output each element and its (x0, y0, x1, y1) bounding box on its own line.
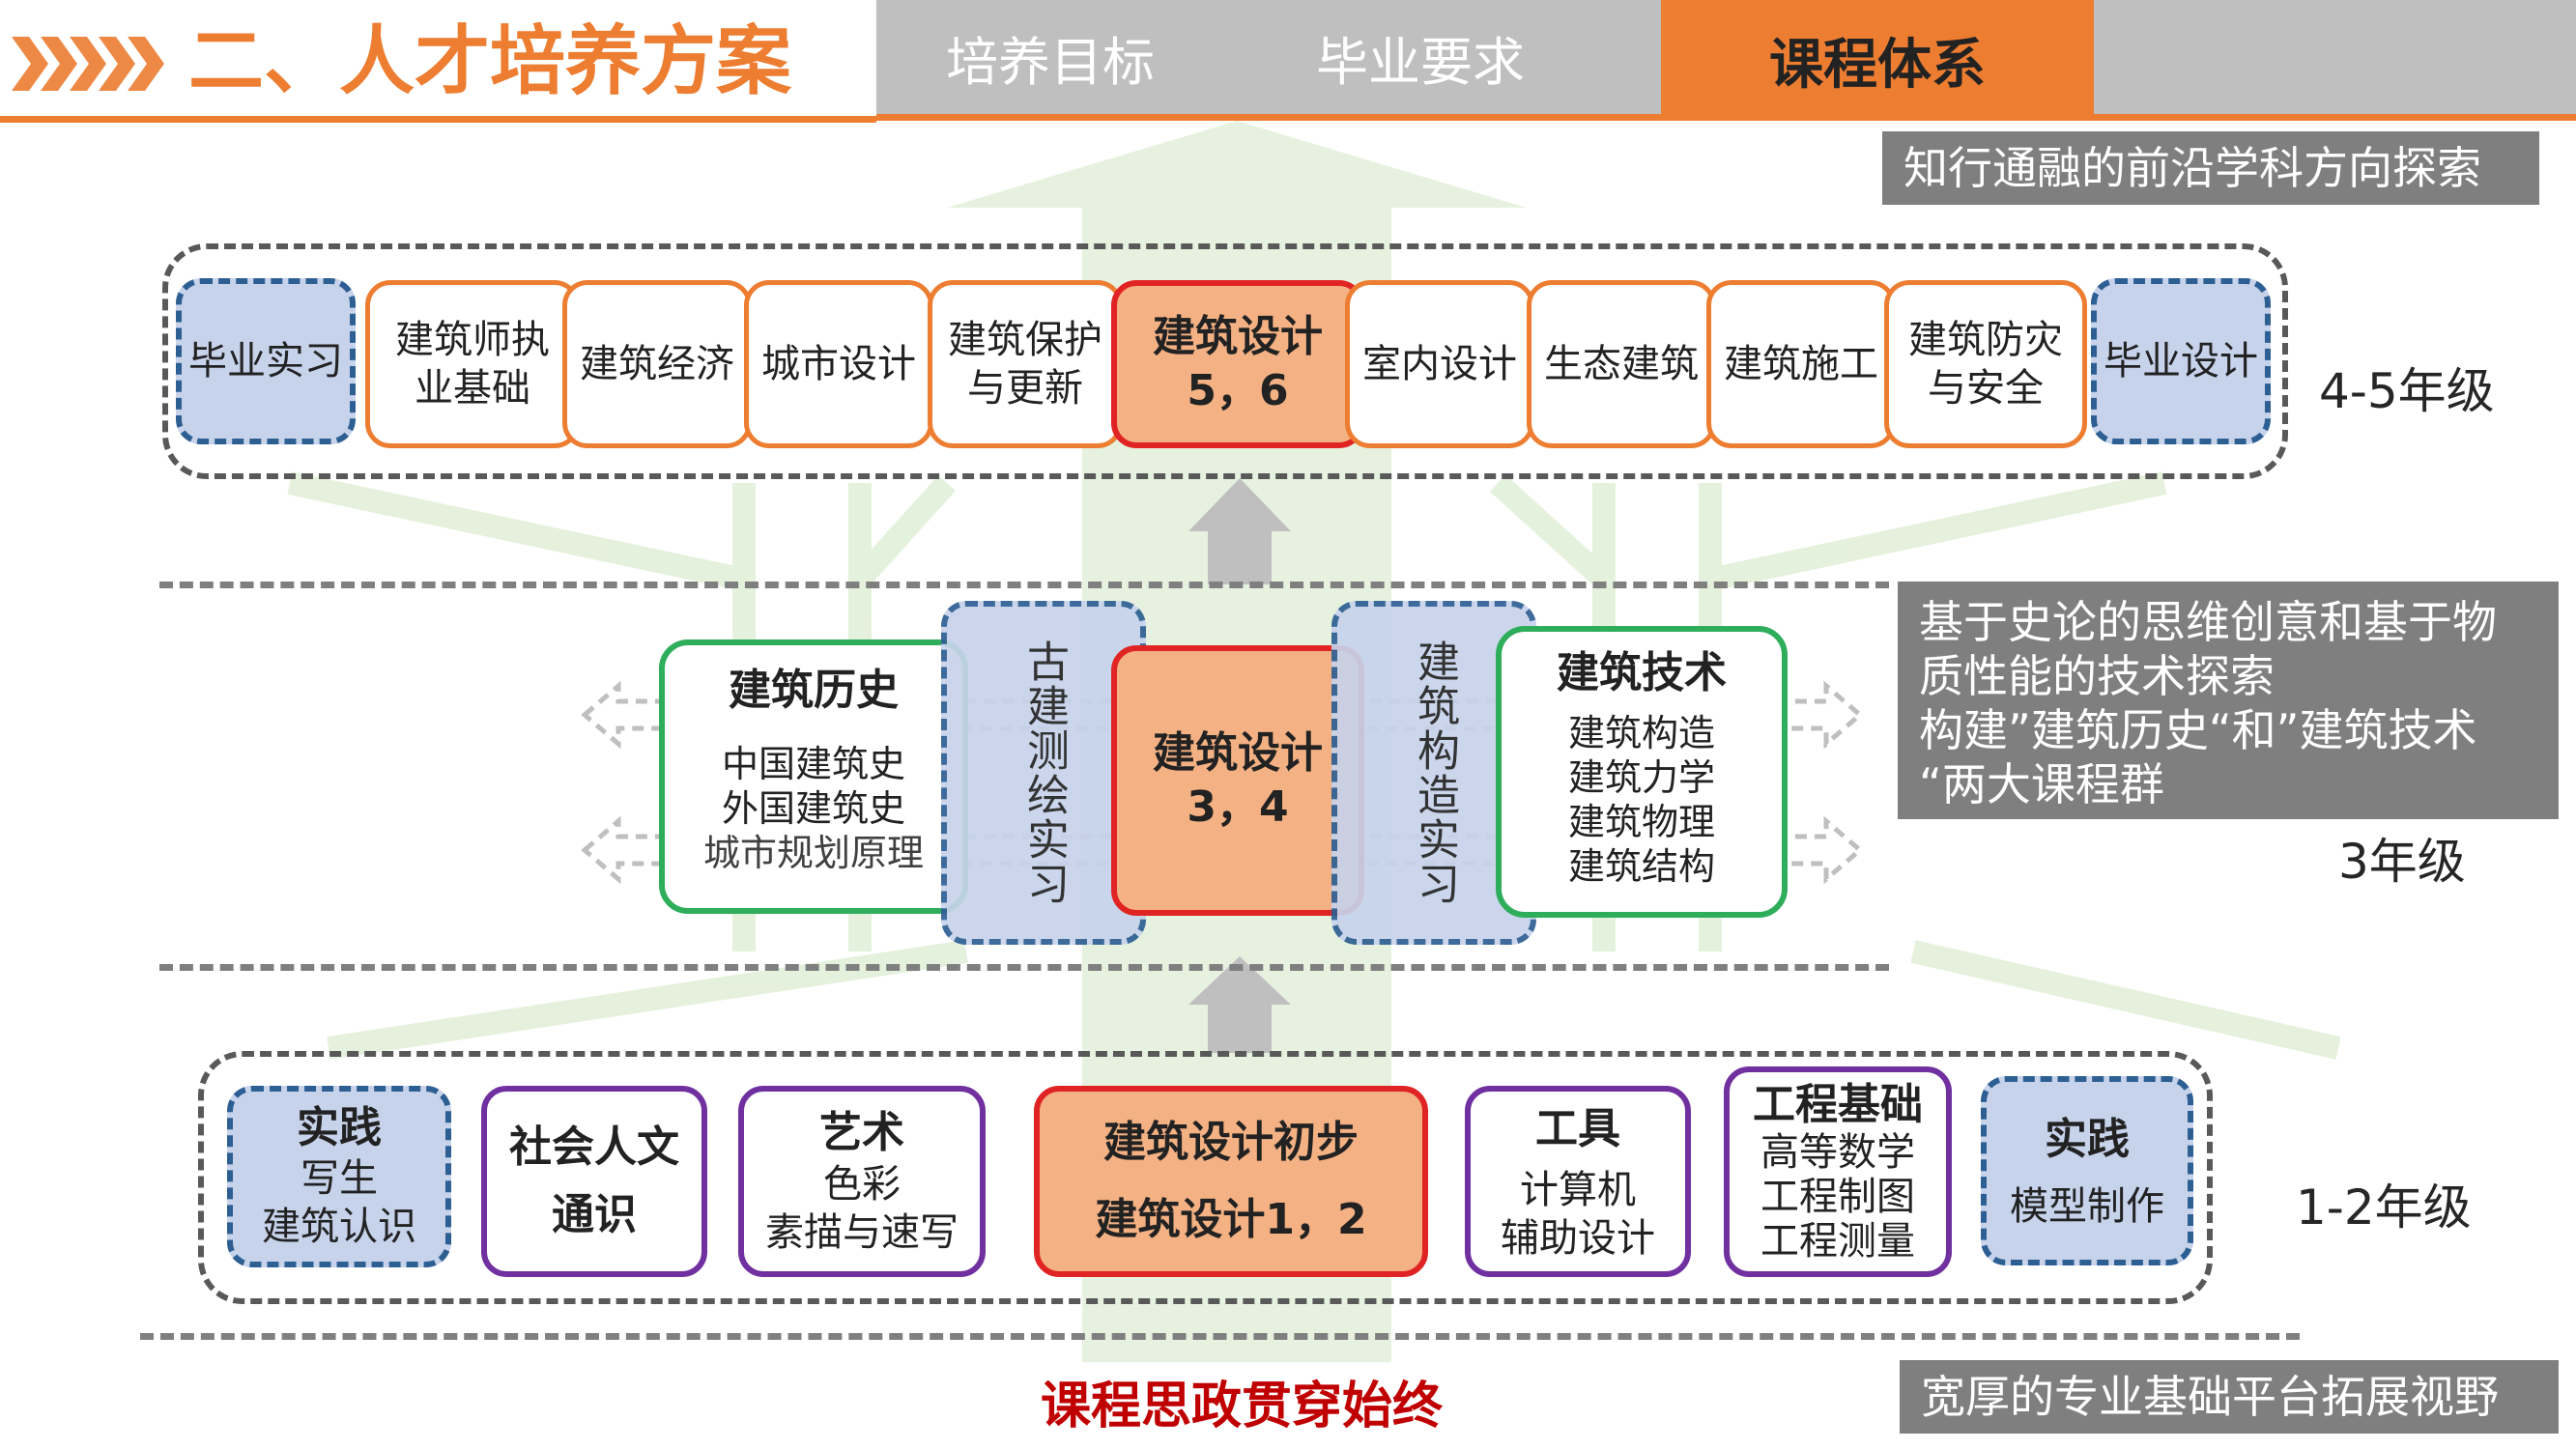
tier-frame-bottom (198, 1051, 2213, 1304)
tabs-gray-tail (2094, 0, 2576, 114)
separator-top (159, 582, 1889, 588)
course-label: 城市规划原理 (702, 832, 924, 874)
tabs-underline (876, 114, 2576, 121)
course-box: 建筑师执 业基础 (365, 280, 580, 448)
course-label: 城市设计 (761, 342, 916, 386)
course-label: 建筑师执 (395, 318, 550, 362)
course-label: 毕业设计 (2104, 339, 2258, 384)
course-label: 通识 (552, 1190, 637, 1239)
course-label: 色彩 (823, 1162, 901, 1207)
course-label: 建筑设计 (1153, 728, 1323, 778)
course-label: 中国建筑史 (721, 743, 905, 785)
course-label: 3，4 (1187, 782, 1289, 832)
course-graduation-internship: 毕业实习 (176, 278, 356, 444)
title-underline (0, 116, 876, 123)
top-bar: 二、人才培养方案 培养目标 毕业要求 课程体系 (0, 0, 2576, 123)
course-label: 建筑设计1，2 (1095, 1195, 1367, 1244)
course-art: 艺术 色彩 素描与速写 (738, 1086, 986, 1277)
up-arrow-icon (1188, 956, 1291, 1053)
tab-graduation-requirements[interactable]: 毕业要求 (1246, 0, 1594, 114)
course-label: 建筑物理 (1567, 801, 1715, 843)
course-architectural-design-intro: 建筑设计初步 建筑设计1，2 (1034, 1086, 1428, 1277)
course-box: 生态建筑 (1527, 280, 1716, 448)
grade-label-top: 4-5年级 (2319, 363, 2495, 419)
separator-middle (159, 964, 1889, 971)
course-label: 外国建筑史 (721, 787, 905, 830)
course-label: 毕业实习 (188, 339, 343, 384)
course-practice-sketch: 实践 写生 建筑认识 (227, 1086, 451, 1267)
course-label: 辅助设计 (1501, 1216, 1655, 1261)
course-label: 生态建筑 (1544, 342, 1699, 386)
caption-middle-line: “两大课程群 (1919, 758, 2164, 810)
course-label: 建筑防灾 (1908, 318, 2063, 362)
caption-bottom: 宽厚的专业基础平台拓展视野 (1900, 1360, 2559, 1434)
course-label: 建筑设计初步 (1103, 1118, 1359, 1167)
tab-training-goals[interactable]: 培养目标 (876, 0, 1224, 114)
course-box: 城市设计 (744, 280, 933, 448)
course-group-history: 建筑历史 中国建筑史 外国建筑史 城市规划原理 (659, 639, 968, 914)
course-label: 5，6 (1187, 366, 1289, 415)
course-label: 建筑认识 (262, 1205, 416, 1249)
caption-middle-line: 构建”建筑历史“和”建筑技术 (1919, 704, 2477, 756)
course-group-technology: 建筑技术 建筑构造 建筑力学 建筑物理 建筑结构 (1496, 626, 1788, 918)
course-box: 建筑施工 (1706, 280, 1896, 448)
group-title: 建筑历史 (729, 666, 899, 715)
course-architectural-design-5-6: 建筑设计 5，6 (1111, 280, 1364, 448)
chevron-right-icon (12, 37, 164, 91)
course-label: 建筑经济 (580, 342, 734, 386)
group-title: 工程基础 (1753, 1080, 1923, 1129)
group-title: 艺术 (819, 1108, 904, 1157)
course-tools: 工具 计算机 辅助设计 (1465, 1086, 1691, 1277)
course-label: 模型制作 (2010, 1184, 2164, 1229)
course-label: 建筑施工 (1724, 342, 1878, 386)
separator-bottom (140, 1333, 2300, 1340)
grade-label-bottom: 1-2年级 (2296, 1179, 2472, 1236)
course-label: 工程测量 (1760, 1219, 1915, 1264)
grade-label-middle: 3年级 (2338, 834, 2466, 890)
course-architectural-design-3-4: 建筑设计 3，4 (1111, 645, 1364, 916)
tab-curriculum-system[interactable]: 课程体系 (1661, 0, 2094, 121)
tier-frame-top (162, 243, 2288, 479)
caption-middle-line: 基于史论的思维创意和基于物 (1919, 596, 2497, 648)
footer-ideological-note: 课程思政贯穿始终 (1040, 1378, 1443, 1435)
course-label: 建筑构造实习 (1410, 639, 1459, 906)
course-label: 与安全 (1928, 366, 2044, 411)
course-label: 建筑构造 (1567, 712, 1715, 754)
page-title: 二、人才培养方案 (188, 18, 792, 105)
course-label: 写生 (301, 1156, 378, 1201)
group-title: 实践 (297, 1103, 382, 1152)
course-social-humanities: 社会人文 通识 (481, 1086, 707, 1277)
course-label: 建筑保护 (948, 318, 1102, 362)
course-label: 建筑力学 (1567, 756, 1715, 799)
course-box: 建筑防灾 与安全 (1884, 280, 2087, 448)
group-title: 建筑技术 (1557, 648, 1727, 697)
course-box: 建筑经济 (562, 280, 752, 448)
course-label: 业基础 (415, 366, 530, 411)
course-label: 计算机 (1520, 1168, 1636, 1212)
course-label: 素描与速写 (765, 1210, 959, 1255)
course-box: 室内设计 (1345, 280, 1534, 448)
caption-middle: 基于史论的思维创意和基于物 质性能的技术探索 构建”建筑历史“和”建筑技术 “两… (1898, 582, 2559, 819)
course-label: 建筑设计 (1153, 312, 1323, 361)
course-label: 与更新 (967, 366, 1083, 411)
up-arrow-icon (1188, 478, 1291, 584)
course-label: 工程制图 (1760, 1175, 1915, 1219)
caption-middle-line: 质性能的技术探索 (1919, 650, 2275, 702)
caption-top: 知行通融的前沿学科方向探索 (1882, 131, 2539, 205)
course-label: 建筑结构 (1567, 845, 1715, 888)
course-graduation-thesis: 毕业设计 (2091, 278, 2271, 444)
course-label: 室内设计 (1362, 342, 1517, 386)
group-title: 社会人文 (509, 1122, 679, 1172)
double-arrow-icon (581, 680, 1864, 885)
course-label: 高等数学 (1760, 1130, 1915, 1175)
course-box: 建筑保护 与更新 (928, 280, 1123, 448)
group-title: 工具 (1535, 1104, 1620, 1153)
group-title: 实践 (2045, 1115, 2130, 1164)
course-practice-model: 实践 模型制作 (1981, 1076, 2193, 1265)
course-engineering-basics: 工程基础 高等数学 工程制图 工程测量 (1724, 1066, 1952, 1277)
course-label: 古建测绘实习 (1019, 639, 1069, 906)
